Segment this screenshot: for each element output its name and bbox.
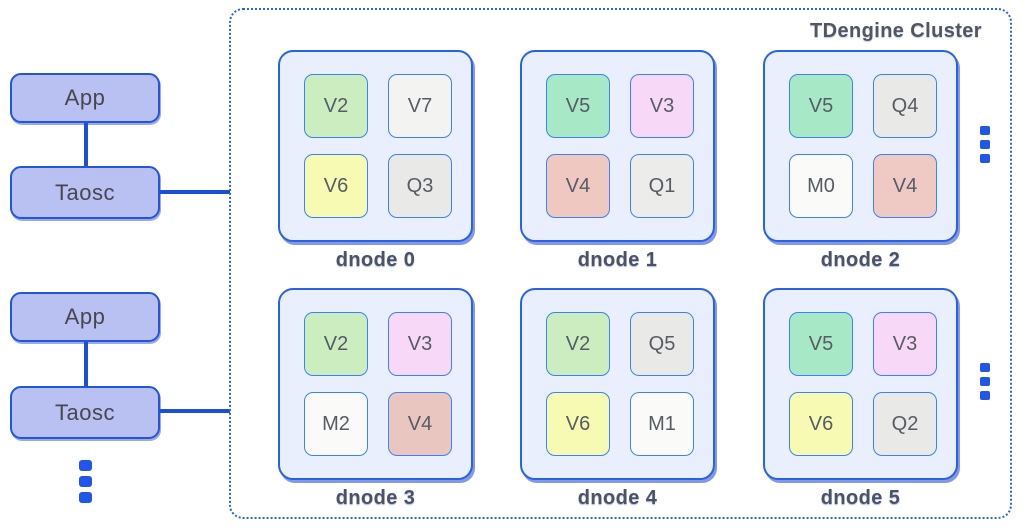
taosc-cluster-connector <box>160 409 230 413</box>
dnode-label: dnode 1 <box>577 249 658 271</box>
vnode-tile: V5 <box>546 74 610 138</box>
vnode-tile: V6 <box>789 392 853 456</box>
cluster-border: TDengine Cluster <box>229 8 1012 519</box>
vnode-tile: V2 <box>304 312 368 376</box>
vnode-tile: V5 <box>789 312 853 376</box>
dnode-box: V5 V3 V4 Q1 <box>520 50 715 242</box>
vnode-tile: M0 <box>789 154 853 218</box>
dnode-box: V5 Q4 M0 V4 <box>763 50 958 242</box>
app-box: App <box>10 73 160 123</box>
dnode-box: V2 Q5 V6 M1 <box>520 288 715 480</box>
dnode-4: V2 Q5 V6 M1 dnode 4 <box>520 288 715 510</box>
dnode-box: V2 V7 V6 Q3 <box>278 50 473 242</box>
vnode-tile: V4 <box>546 154 610 218</box>
dnode-label: dnode 5 <box>820 487 901 509</box>
vnode-tile: V2 <box>546 312 610 376</box>
dnode-box: V5 V3 V6 Q2 <box>763 288 958 480</box>
vnode-tile: M1 <box>630 392 694 456</box>
vnode-tile: V4 <box>873 154 937 218</box>
more-dnodes-ellipsis-icon <box>980 363 990 400</box>
vnode-tile: V6 <box>304 154 368 218</box>
vnode-tile: V3 <box>388 312 452 376</box>
dnode-2: V5 Q4 M0 V4 dnode 2 <box>763 50 958 272</box>
vnode-tile: V3 <box>873 312 937 376</box>
taosc-box: Taosc <box>10 386 160 439</box>
dnode-5: V5 V3 V6 Q2 dnode 5 <box>763 288 958 510</box>
app-taosc-connector <box>84 123 88 166</box>
vnode-tile: Q4 <box>873 74 937 138</box>
vnode-tile: V7 <box>388 74 452 138</box>
dnode-0: V2 V7 V6 Q3 dnode 0 <box>278 50 473 272</box>
dnode-1: V5 V3 V4 Q1 dnode 1 <box>520 50 715 272</box>
taosc-box: Taosc <box>10 166 160 219</box>
vnode-tile: V3 <box>630 74 694 138</box>
vnode-tile: Q2 <box>873 392 937 456</box>
cluster-title: TDengine Cluster <box>810 20 982 42</box>
more-clients-ellipsis-icon <box>79 460 92 503</box>
app-box: App <box>10 292 160 342</box>
dnode-label: dnode 3 <box>335 487 416 509</box>
dnode-label: dnode 2 <box>820 249 901 271</box>
vnode-tile: V4 <box>388 392 452 456</box>
more-dnodes-ellipsis-icon <box>980 126 990 163</box>
vnode-tile: Q1 <box>630 154 694 218</box>
dnode-label: dnode 4 <box>577 487 658 509</box>
vnode-tile: Q3 <box>388 154 452 218</box>
dnode-box: V2 V3 M2 V4 <box>278 288 473 480</box>
vnode-tile: Q5 <box>630 312 694 376</box>
vnode-tile: V5 <box>789 74 853 138</box>
dnode-3: V2 V3 M2 V4 dnode 3 <box>278 288 473 510</box>
dnode-label: dnode 0 <box>335 249 416 271</box>
vnode-tile: V2 <box>304 74 368 138</box>
vnode-tile: M2 <box>304 392 368 456</box>
app-taosc-connector <box>84 342 88 386</box>
taosc-cluster-connector <box>160 190 230 194</box>
vnode-tile: V6 <box>546 392 610 456</box>
